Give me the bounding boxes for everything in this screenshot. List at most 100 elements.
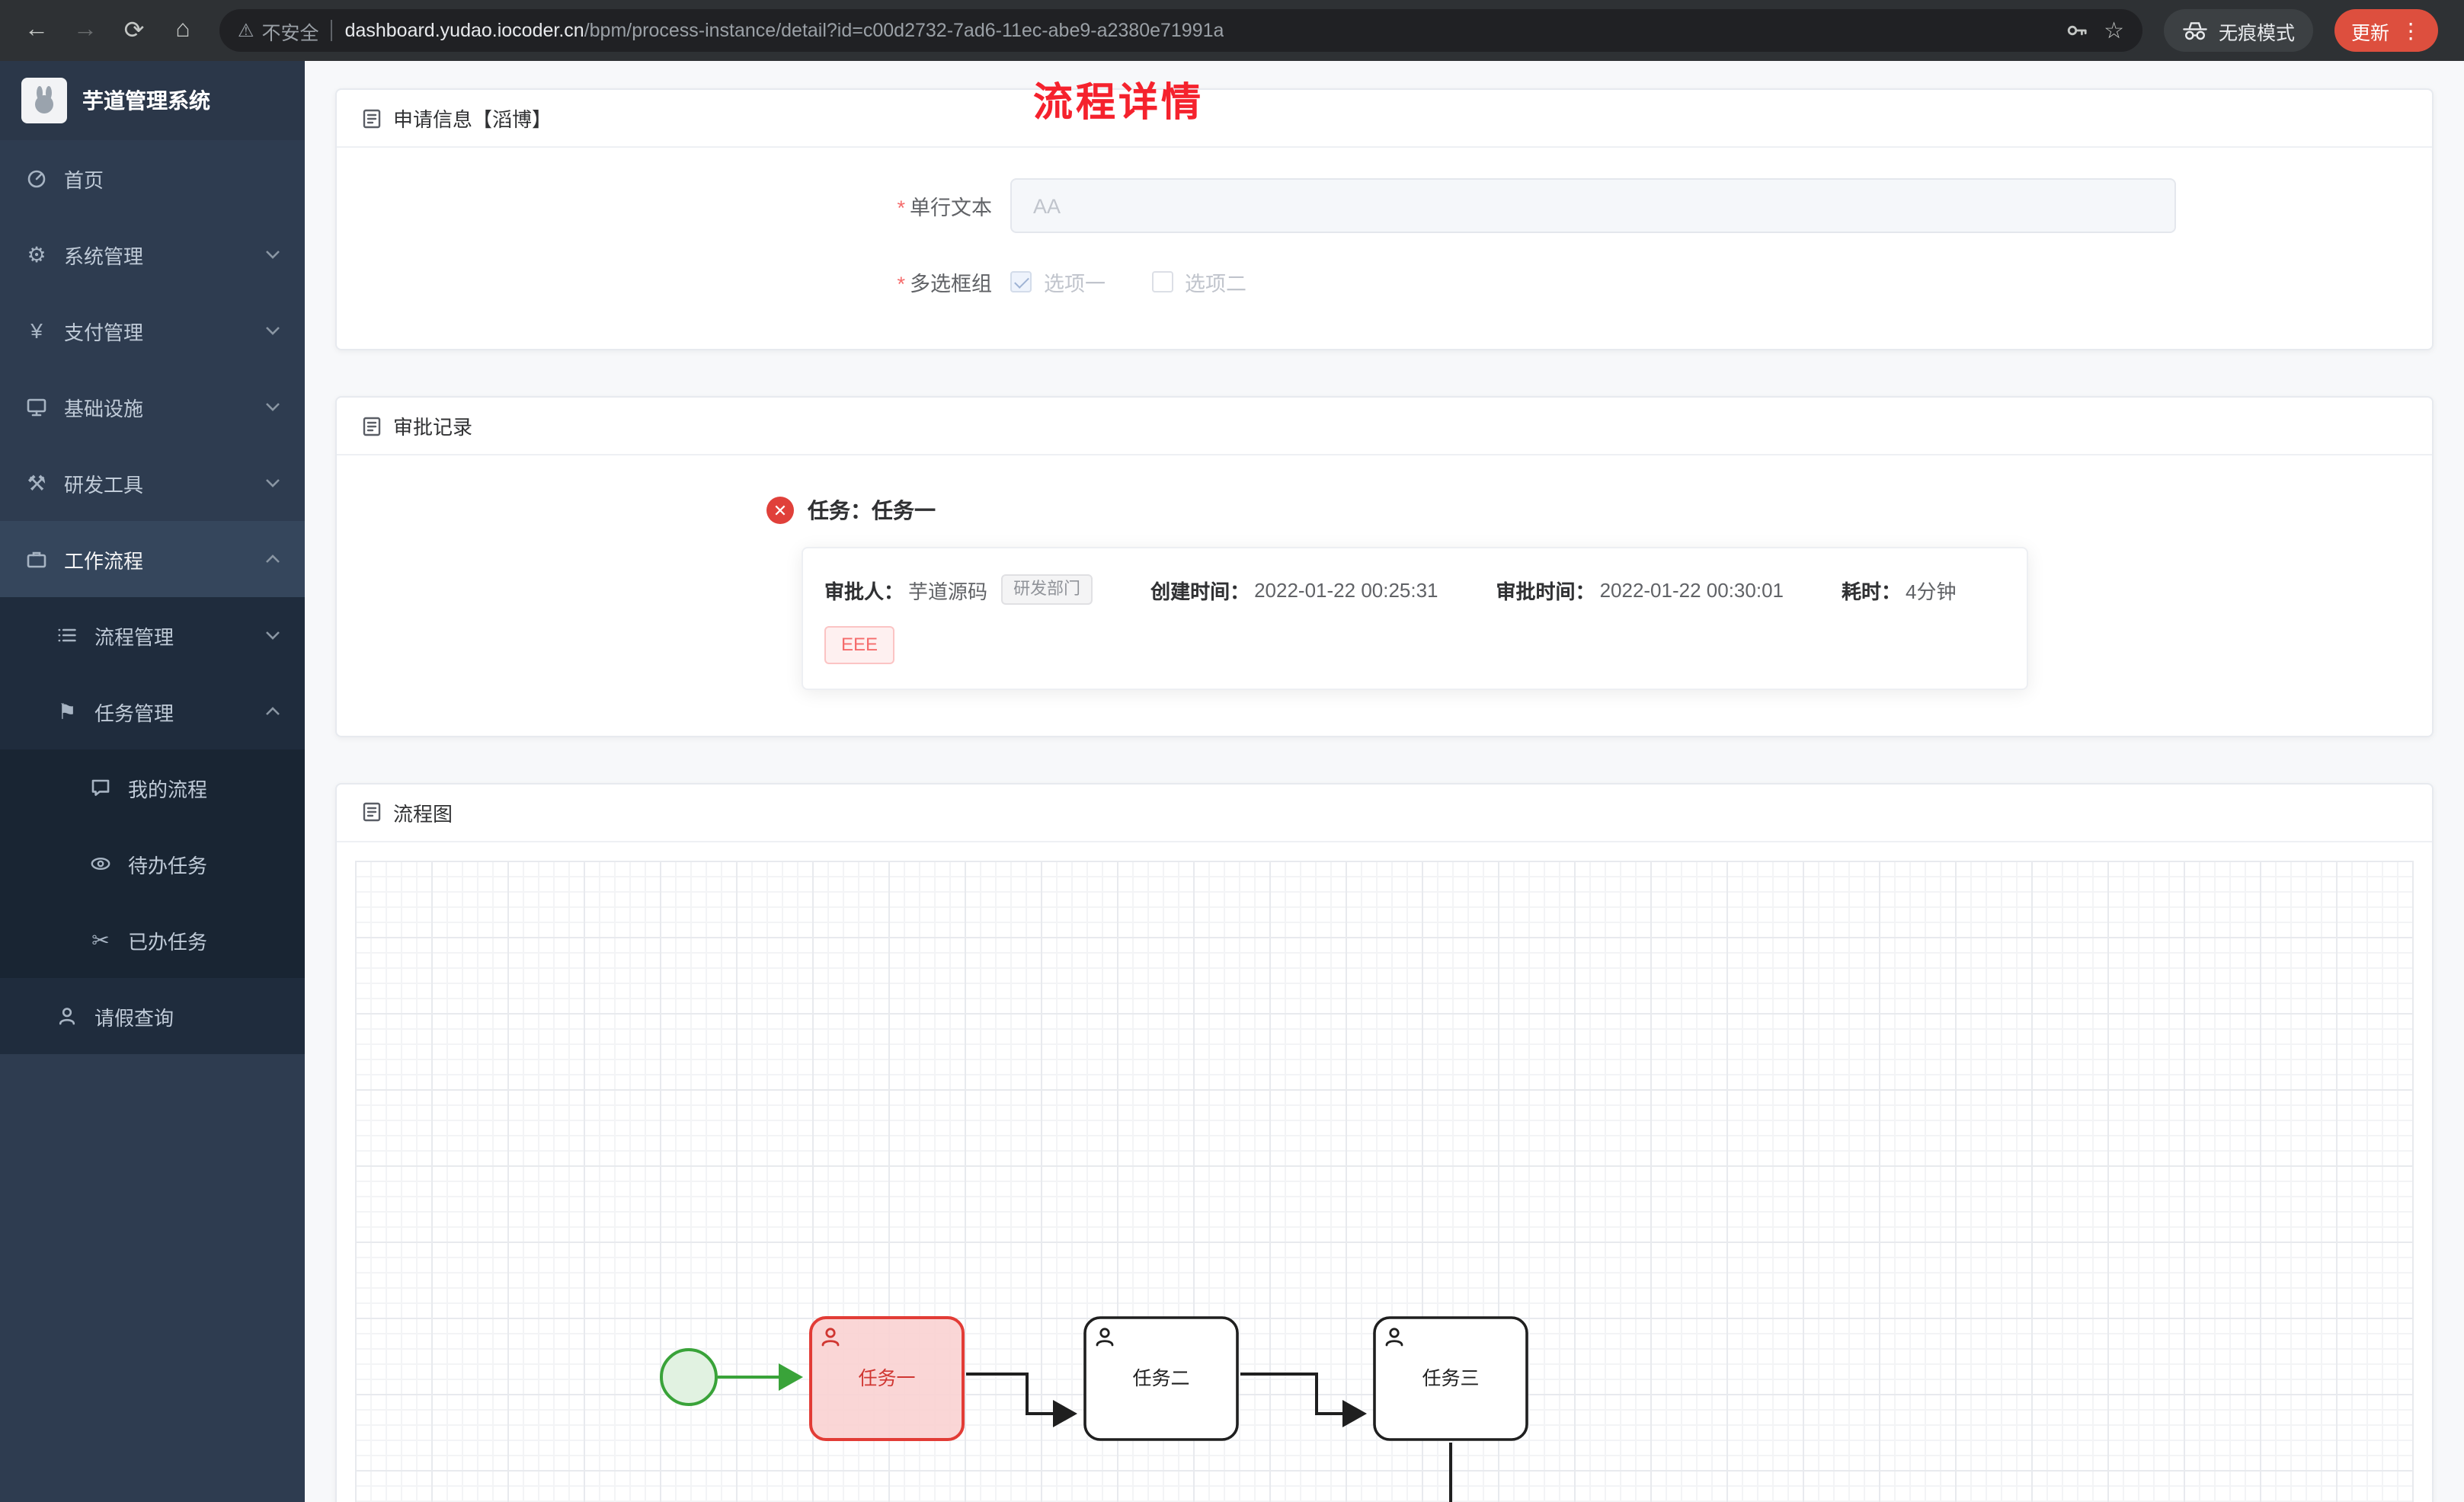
comment-tag: EEE [824, 626, 895, 664]
bpmn-task-3[interactable]: 任务三 [1373, 1315, 1528, 1441]
sidebar-item-home[interactable]: 首页 [0, 140, 305, 216]
sidebar-item-label: 基础设施 [64, 397, 144, 420]
required-mark: * [897, 273, 905, 296]
bookmark-star-icon[interactable]: ☆ [2104, 18, 2124, 44]
chevron-down-icon [265, 402, 280, 411]
process-diagram-header: 流程图 [337, 784, 2432, 842]
process-diagram-title: 流程图 [393, 802, 453, 826]
process-list-icon [55, 625, 79, 646]
refresh-icon[interactable]: ⟳ [123, 18, 145, 44]
checkbox-option-1[interactable]: 选项一 [1010, 267, 1106, 297]
home-icon[interactable]: ⌂ [175, 17, 190, 43]
dashboard-icon [24, 168, 49, 189]
forward-icon[interactable]: → [73, 17, 98, 43]
task-flag-icon: ⚑ [57, 699, 77, 724]
gear-icon: ⚙ [27, 242, 46, 267]
task-label: 任务一 [858, 1367, 915, 1389]
chevron-down-icon [265, 250, 280, 259]
infrastructure-icon [24, 396, 49, 417]
task-title: 任务：任务一 [808, 498, 936, 523]
checkbox-label: 选项一 [1044, 273, 1106, 296]
chevron-up-icon [265, 554, 280, 564]
apply-info-header: 申请信息【滔博】 [337, 90, 2432, 148]
sequence-flow-1-2 [966, 1372, 1077, 1427]
tools-icon: ⚒ [27, 471, 46, 495]
app-logo-row[interactable]: 芋道管理系统 [0, 61, 305, 140]
checkbox-option-2[interactable]: 选项二 [1151, 267, 1246, 297]
address-bar[interactable]: ⚠ 不安全 dashboard.yudao.iocoder.cn /bpm/pr… [219, 9, 2142, 52]
sidebar-item-todo-tasks[interactable]: 待办任务 [0, 826, 305, 902]
url-host: dashboard.yudao.iocoder.cn [344, 20, 584, 41]
user-task-icon [821, 1327, 840, 1346]
field-label-single-line: *单行文本 [897, 197, 992, 219]
person-icon [55, 1005, 79, 1027]
checkbox-group: 选项一 选项二 [1010, 267, 1246, 297]
app-title: 芋道管理系统 [82, 88, 210, 113]
approval-record-item: 审批人： 芋道源码 研发部门 创建时间： 2022-01-22 00:25:31… [802, 547, 2028, 690]
sidebar-item-label: 请假查询 [94, 1006, 174, 1029]
sidebar-item-workflow[interactable]: 工作流程 [0, 521, 305, 597]
sidebar-item-system[interactable]: ⚙ 系统管理 [0, 216, 305, 292]
sidebar-item-task-management[interactable]: ⚑ 任务管理 [0, 673, 305, 749]
sidebar-item-label: 待办任务 [128, 854, 208, 877]
url-path: /bpm/process-instance/detail?id=c00d2732… [584, 20, 1224, 41]
sidebar-item-payment[interactable]: ¥ 支付管理 [0, 292, 305, 369]
user-task-icon [1385, 1327, 1403, 1346]
sidebar-item-done-tasks[interactable]: ✂ 已办任务 [0, 902, 305, 978]
back-icon[interactable]: ← [24, 17, 49, 43]
sidebar-item-label: 我的流程 [128, 778, 208, 801]
bpmn-task-2[interactable]: 任务二 [1083, 1315, 1239, 1441]
sidebar-item-label: 任务管理 [94, 701, 174, 724]
start-event-circle[interactable] [660, 1347, 718, 1406]
browser-update-button[interactable]: 更新 ⋮ [2334, 9, 2439, 52]
create-time-label: 创建时间： [1150, 580, 1250, 603]
sidebar-item-leave-query[interactable]: 请假查询 [0, 978, 305, 1054]
approval-records-card: 审批记录 ✕ 任务：任务一 审批人： 芋道源码 研发部门 [335, 396, 2434, 737]
approver-name: 芋道源码 [908, 580, 988, 603]
required-mark: * [897, 197, 905, 219]
not-secure-warning-icon: ⚠ [238, 20, 254, 41]
record-icon [361, 415, 382, 436]
sidebar-item-infrastructure[interactable]: 基础设施 [0, 369, 305, 445]
briefcase-icon [24, 548, 49, 570]
sidebar-item-dev-tools[interactable]: ⚒ 研发工具 [0, 445, 305, 521]
approve-time-label: 审批时间： [1496, 580, 1595, 603]
field-label-checkbox-group: *多选框组 [897, 273, 992, 296]
sidebar-item-label: 首页 [64, 168, 104, 191]
sidebar-item-label: 工作流程 [64, 549, 144, 572]
bpmn-task-1[interactable]: 任务一 [809, 1315, 965, 1441]
duration-value: 4分钟 [1906, 580, 1957, 603]
menu-kebab-icon[interactable]: ⋮ [2400, 18, 2422, 42]
bpmn-canvas[interactable]: 任务一 任务二 [355, 860, 2414, 1502]
incognito-badge: 无痕模式 [2164, 9, 2314, 52]
app-logo [21, 78, 67, 123]
sequence-flow-2-3 [1240, 1372, 1367, 1427]
main-content: 流程详情 申请信息【滔博】 *单行文本 [305, 61, 2464, 1502]
approve-time-value: 2022-01-22 00:30:01 [1599, 578, 1784, 602]
chevron-down-icon [265, 478, 280, 487]
sidebar-item-my-processes[interactable]: 我的流程 [0, 749, 305, 826]
task-label: 任务二 [1132, 1367, 1189, 1389]
apply-info-title: 申请信息【滔博】 [393, 108, 552, 131]
chevron-up-icon [265, 707, 280, 716]
duration-label: 耗时： [1842, 580, 1902, 603]
approver-label: 审批人： [824, 580, 904, 603]
chat-icon [88, 777, 113, 798]
create-time-value: 2022-01-22 00:25:31 [1254, 578, 1438, 602]
incognito-label: 无痕模式 [2219, 22, 2296, 43]
incognito-icon [2182, 21, 2208, 40]
bpmn-diagram: 任务一 任务二 [660, 1315, 1528, 1502]
checkbox-checked-icon [1010, 271, 1032, 292]
single-line-text-input[interactable] [1010, 178, 2176, 233]
key-icon[interactable] [2064, 18, 2088, 43]
sidebar-item-label: 系统管理 [64, 244, 144, 267]
sidebar-item-label: 研发工具 [64, 473, 144, 496]
scissors-icon: ✂ [91, 928, 110, 952]
sidebar-item-process-management[interactable]: 流程管理 [0, 597, 305, 673]
yen-icon: ¥ [30, 318, 43, 343]
user-task-icon [1096, 1327, 1114, 1346]
task-label: 任务三 [1422, 1367, 1479, 1389]
checkbox-unchecked-icon [1151, 271, 1173, 292]
chevron-down-icon [265, 631, 280, 640]
update-label: 更新 [2351, 22, 2390, 43]
